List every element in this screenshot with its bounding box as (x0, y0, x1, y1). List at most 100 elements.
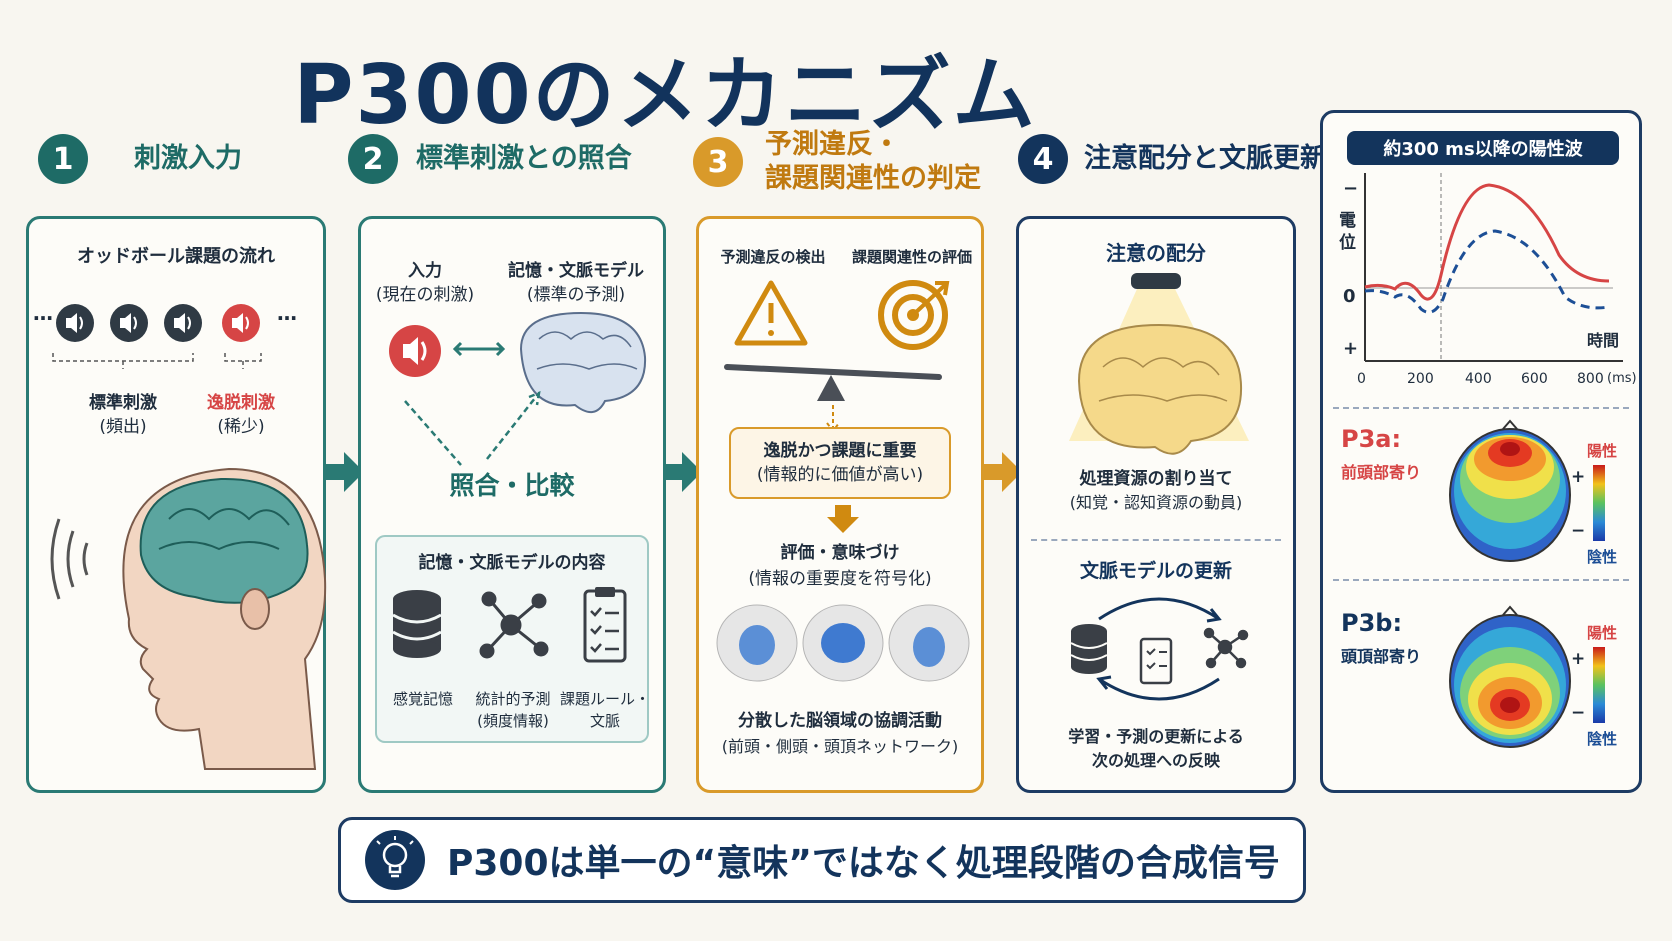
step-1-number: 1 (38, 134, 88, 184)
p3b-title: P3b: (1341, 609, 1402, 637)
step-4-label: 注意配分と文脈更新 (1084, 143, 1327, 174)
x-tick-800: 800 (1577, 371, 1604, 387)
brain-icon (139, 477, 309, 604)
step-2-label: 標準刺激との照合 (416, 143, 632, 174)
speaker-icon-1 (56, 304, 94, 342)
memory-label: 記憶・文脈モデル (508, 261, 644, 281)
p3a-title-text: P3a (1341, 425, 1392, 453)
step-2-header: 2 標準刺激との照合 (348, 134, 632, 184)
speaker-icon-3 (164, 304, 202, 342)
alloc-line1: 処理資源の割り当て (1079, 469, 1233, 489)
compare-arrow-left (404, 400, 462, 466)
x-tick-0: 0 (1357, 371, 1366, 387)
panel-waveform-topography: 約300 ms以降の陽性波 電 位 − 0 + 時間 0 200 400 600… (1320, 110, 1642, 793)
p3b-scale-pos: 陽性 (1587, 624, 1618, 642)
memory-contents-icons (392, 587, 627, 663)
result-box: 逸脱かつ課題に重要 (情報的に価値が高い) (729, 427, 951, 499)
brain-network-icons (716, 604, 970, 682)
network-line2: (前頭・側頭・頭頂ネットワーク) (721, 737, 959, 756)
step-3-label-line2: 課題関連性の判定 (765, 163, 981, 194)
item-statistical-line1: 統計的予測 (475, 690, 551, 708)
evaluate-label: 課題関連性の評価 (851, 248, 972, 266)
brain-scan-icon-2 (802, 604, 884, 682)
lightbulb-icon (365, 830, 425, 890)
brain-memory-icon (519, 311, 647, 413)
nose-icon-2 (1502, 605, 1518, 616)
series-red-waveform (1364, 183, 1610, 301)
memory-contents-title: 記憶・文脈モデルの内容 (418, 553, 606, 573)
p3b-topography-map (1449, 605, 1571, 748)
brain-attention-icon (1077, 323, 1243, 455)
deviant-label: 逸脱刺激 (207, 393, 275, 413)
y-axis-label-1: 電 (1339, 211, 1356, 231)
flow-arrow-2 (664, 452, 702, 492)
compare-arrow-right (486, 391, 541, 460)
p3a-scale-minus: − (1571, 521, 1586, 541)
sound-sequence (52, 304, 262, 369)
page-title: P300のメカニズム (293, 48, 1037, 143)
item-statistical-line2: (頻度情報) (477, 712, 549, 730)
x-unit-label: (ms) (1607, 371, 1637, 386)
y-zero-label: 0 (1343, 286, 1356, 307)
ear-icon (240, 588, 270, 630)
p3a-title: P3a: (1341, 425, 1401, 453)
x-tick-400: 400 (1465, 371, 1492, 387)
y-plus-label: + (1343, 338, 1359, 359)
series-blue-waveform (1364, 229, 1610, 314)
p3a-scale-neg: 陰性 (1587, 548, 1618, 566)
p3a-scale-pos: 陽性 (1587, 442, 1618, 460)
clipboard-checklist-icon (583, 587, 627, 663)
panel4-separator (1031, 539, 1281, 541)
database-icon-small (1070, 624, 1108, 674)
head-listening-illustration (50, 467, 327, 770)
step-3-label-line1: 予測違反・ (765, 129, 900, 160)
network-icon (479, 591, 549, 659)
p3a-color-scale (1593, 465, 1605, 541)
alloc-line2: (知覚・認知資源の動員) (1069, 493, 1243, 512)
item-task-rule-line2: 文脈 (589, 712, 620, 730)
comparison-diagram (389, 311, 647, 466)
attention-title: 注意の配分 (1106, 241, 1206, 265)
network-line1: 分散した脳領域の協調活動 (738, 711, 942, 731)
step-4-header: 4 注意配分と文脈更新 (1018, 134, 1327, 184)
result-line1: 逸脱かつ課題に重要 (763, 441, 917, 461)
item-task-rule-line1: 課題ルール・ (559, 690, 650, 708)
p3a-sub: 前頭部寄り (1341, 463, 1422, 482)
input-sub: (現在の刺激) (375, 285, 475, 305)
flow-arrow-1 (326, 452, 364, 492)
double-arrow-icon (452, 341, 506, 357)
oddball-heading: オッドボール課題の流れ (77, 246, 275, 267)
p3b-title-text: P3b (1341, 609, 1393, 637)
p3b-scale-minus: − (1571, 703, 1586, 723)
database-icon (392, 590, 442, 658)
meaning-line1: 評価・意味づけ (780, 543, 900, 563)
y-axis-label-2: 位 (1339, 233, 1356, 253)
speaker-icon-deviant (222, 304, 260, 342)
flow-arrow-3 (984, 452, 1022, 492)
step-2-number: 2 (348, 134, 398, 184)
update-cycle-illustration (1070, 597, 1249, 701)
spotlight-brain-illustration (1069, 273, 1249, 455)
lightbulb-icon-svg (376, 836, 414, 878)
nose-icon (1502, 419, 1518, 430)
summary-text: P300は単一の“意味”ではなく処理段階の合成信号 (447, 843, 1280, 884)
input-label: 入力 (408, 261, 442, 281)
step-3-number: 3 (693, 137, 743, 187)
p3b-sub: 頭頂部寄り (1341, 647, 1422, 666)
result-line2: (情報的に価値が高い) (756, 465, 924, 485)
x-tick-600: 600 (1521, 371, 1548, 387)
panel5-separator-1 (1333, 407, 1629, 409)
ellipsis-left: … (33, 301, 53, 325)
p3b-colon: : (1392, 609, 1403, 637)
brain-scan-icon-1 (716, 604, 798, 682)
p3a-topography-map (1449, 419, 1571, 562)
brain-scan-icon-3 (888, 604, 970, 682)
panel-attention-update: 注意の配分 処理資源の割り当て (知覚・認知資源の動員) 文脈モデルの更新 学習… (1016, 216, 1296, 793)
compare-label: 照合・比較 (449, 471, 575, 500)
target-icon (878, 280, 950, 350)
warning-icon (734, 280, 808, 346)
balance-diagram (724, 280, 950, 433)
meaning-line2: (情報の重要度を符号化) (748, 569, 932, 589)
ellipsis-right: … (277, 301, 297, 325)
erp-waveform-chart (1364, 173, 1623, 362)
